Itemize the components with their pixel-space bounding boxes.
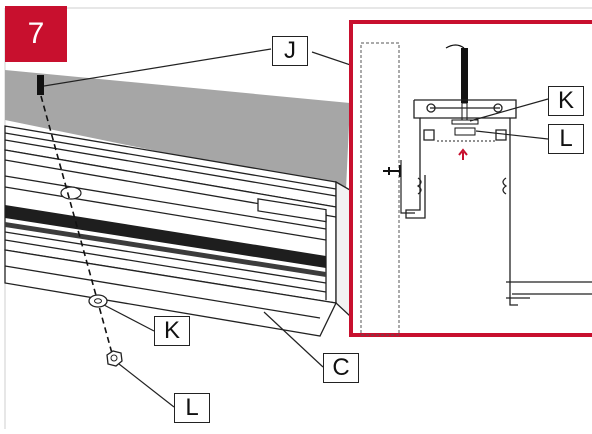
callout-l-detail: L (548, 124, 584, 154)
leader-l-nut (118, 363, 175, 408)
groove-band-lower (5, 222, 326, 277)
callout-k-detail: K (548, 86, 584, 116)
suspension-rod (37, 75, 44, 95)
hanger-slot (60, 186, 82, 200)
groove-band (5, 205, 326, 268)
rod-axis-dashed (40, 95, 114, 358)
ceiling-panel (5, 70, 350, 190)
callout-l-nut: L (174, 393, 210, 423)
nut-part (106, 350, 123, 367)
callout-k-washer: K (154, 316, 190, 346)
washer-part (88, 294, 108, 308)
leader-k-washer (103, 304, 155, 332)
detail-inset (349, 20, 592, 337)
leader-c-profile (263, 311, 324, 368)
callout-j: J (272, 36, 308, 66)
leader-j-rod (43, 48, 272, 87)
step-number-badge: 7 (5, 6, 67, 62)
callout-c-profile: C (323, 353, 359, 383)
